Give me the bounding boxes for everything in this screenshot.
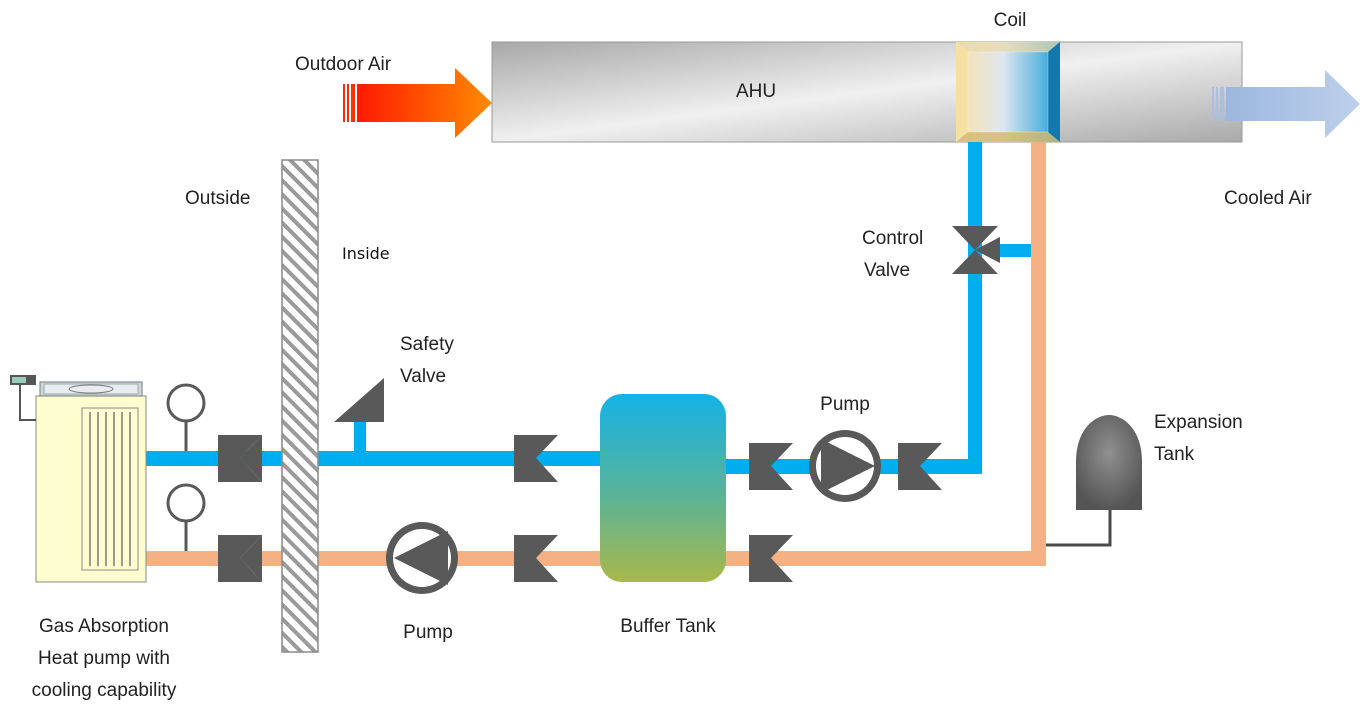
- return-pipes: [145, 142, 1046, 566]
- heat-pump-label-line3: cooling capability: [32, 680, 177, 701]
- gate-valve-return-2: [514, 535, 558, 582]
- safety-valve-icon: [334, 378, 384, 422]
- pressure-gauge-return: [166, 483, 206, 551]
- inside-label: Inside: [342, 244, 390, 263]
- expansion-tank: [1046, 415, 1142, 547]
- building-wall: [281, 159, 319, 653]
- gate-valve-supply-4: [898, 443, 942, 490]
- pressure-gauge-supply: [166, 383, 206, 451]
- heat-pump-label-line2: Heat pump with: [38, 648, 170, 669]
- supply-pipes: [145, 142, 1031, 474]
- expansion-tank-label-line2: Tank: [1154, 444, 1195, 465]
- cooled-air-label: Cooled Air: [1224, 188, 1312, 209]
- control-valve-icon: [952, 226, 1000, 274]
- gate-valve-supply-2: [514, 435, 558, 482]
- heat-pump-unit: [10, 375, 147, 583]
- pump-supply-label: Pump: [820, 394, 870, 415]
- valve-overlays: [218, 435, 262, 582]
- buffer-tank: [600, 394, 726, 582]
- control-valve-label-line2: Valve: [864, 260, 910, 281]
- expansion-tank-label-line1: Expansion: [1154, 412, 1243, 433]
- outside-label: Outside: [185, 188, 250, 209]
- pump-return-label: Pump: [403, 622, 453, 643]
- gate-valve-return-3: [749, 535, 793, 582]
- buffer-tank-label: Buffer Tank: [620, 616, 716, 637]
- outdoor-air-label: Outdoor Air: [295, 54, 392, 75]
- safety-valve-label-line2: Valve: [400, 366, 446, 387]
- coil: [956, 42, 1060, 142]
- control-valve-label-line1: Control: [862, 228, 923, 249]
- heat-pump-label-line1: Gas Absorption: [39, 616, 169, 637]
- gate-valve-supply-3: [749, 443, 793, 490]
- ahu-label: AHU: [736, 81, 776, 102]
- ahu-unit: AHU: [491, 41, 1243, 143]
- coil-label: Coil: [994, 10, 1027, 31]
- pump-return-icon: [386, 522, 458, 594]
- safety-valve-label-line1: Safety: [400, 334, 454, 355]
- cooled-air-arrow: [1212, 70, 1360, 138]
- outdoor-air-arrow: [343, 68, 492, 138]
- pump-supply-icon: [809, 430, 881, 502]
